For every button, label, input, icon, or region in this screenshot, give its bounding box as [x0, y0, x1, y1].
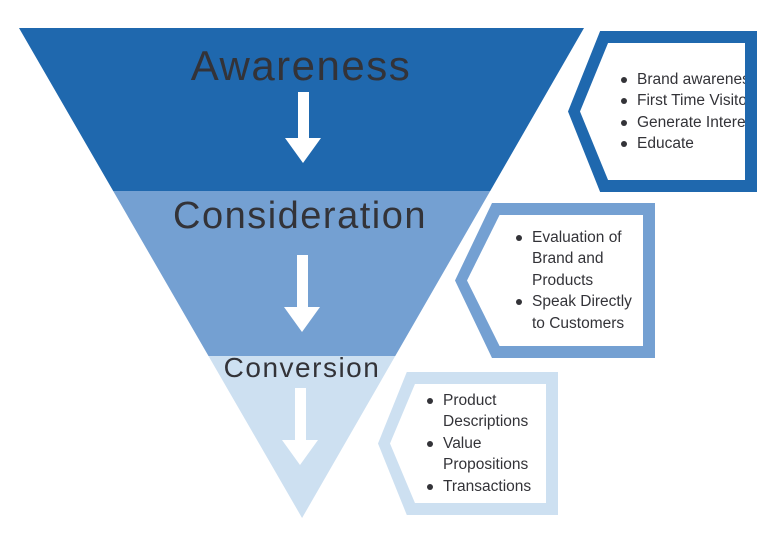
- list-item: Value Propositions: [426, 433, 542, 476]
- down-arrow-icon: [285, 92, 321, 163]
- callout-consideration: Evaluation of Brand and Products Speak D…: [455, 203, 655, 358]
- callout-conversion-list: Product Descriptions Value Propositions …: [390, 390, 546, 498]
- stage-label-awareness: Awareness: [190, 42, 412, 89]
- list-item: Generate Interest: [620, 112, 745, 134]
- down-arrow-head: [285, 138, 321, 163]
- down-arrow-icon: [282, 388, 318, 465]
- list-item: Brand awareness: [620, 69, 745, 91]
- list-item: Educate: [620, 133, 745, 155]
- list-item: Transactions: [426, 476, 542, 498]
- down-arrow-icon: [284, 255, 320, 332]
- callout-conversion-body: Product Descriptions Value Propositions …: [390, 384, 546, 503]
- down-arrow-head: [282, 440, 318, 465]
- down-arrow-stem: [294, 388, 306, 440]
- callout-awareness-body: Brand awareness First Time Visitors Gene…: [580, 43, 745, 180]
- callout-awareness-list: Brand awareness First Time Visitors Gene…: [580, 69, 745, 155]
- callout-conversion: Product Descriptions Value Propositions …: [378, 372, 558, 515]
- down-arrow-head: [284, 307, 320, 332]
- callout-awareness: Brand awareness First Time Visitors Gene…: [568, 31, 757, 192]
- list-item: Speak Directly to Customers: [515, 291, 639, 334]
- callout-consideration-body: Evaluation of Brand and Products Speak D…: [467, 215, 643, 346]
- stage-label-conversion: Conversion: [223, 352, 381, 383]
- down-arrow-stem: [296, 255, 308, 307]
- list-item: First Time Visitors: [620, 90, 745, 112]
- stage-label-consideration: Consideration: [173, 195, 427, 237]
- list-item: Product Descriptions: [426, 390, 542, 433]
- list-item: Evaluation of Brand and Products: [515, 227, 639, 292]
- down-arrow-stem: [297, 92, 309, 138]
- callout-consideration-list: Evaluation of Brand and Products Speak D…: [467, 227, 643, 335]
